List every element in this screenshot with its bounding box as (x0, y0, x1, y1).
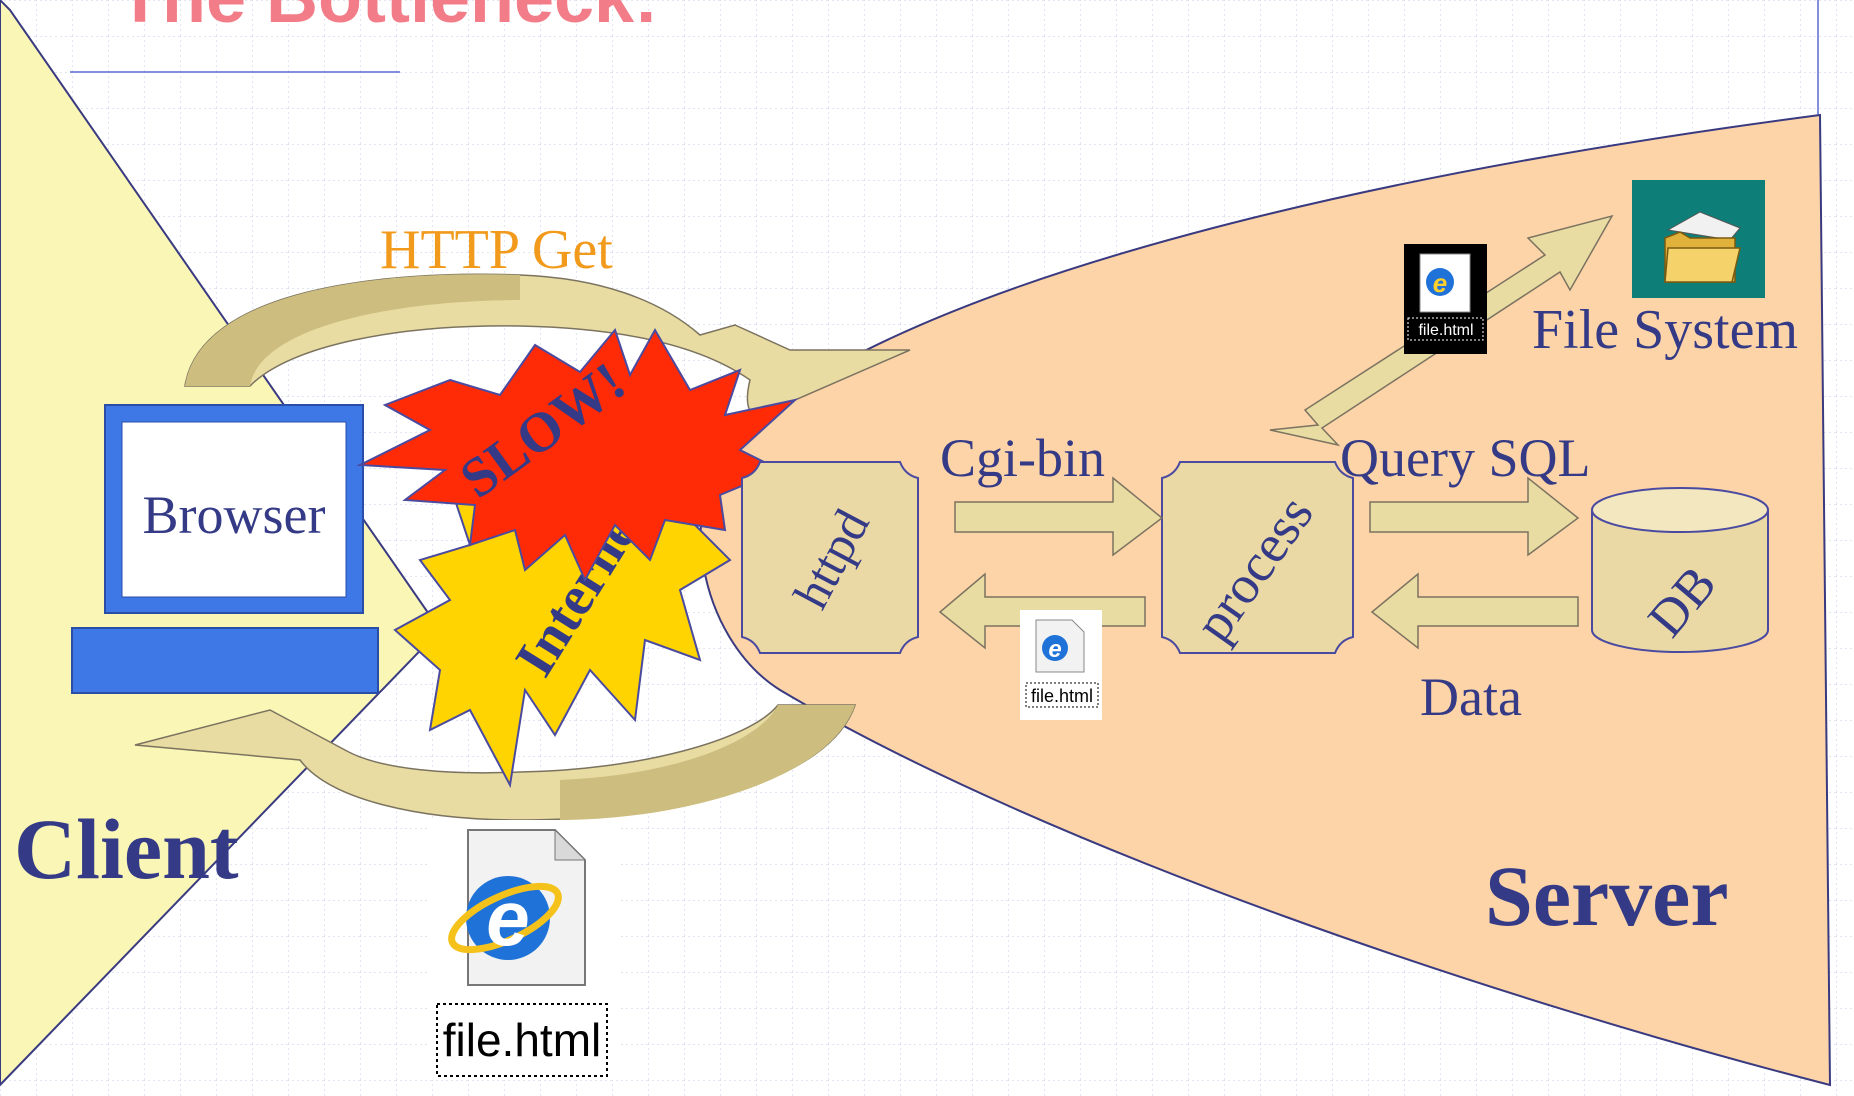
html-file-icon-large-label: file.html (443, 1014, 601, 1066)
svg-text:e: e (486, 874, 529, 962)
database-icon (1591, 487, 1769, 653)
html-file-icon-small: e file.html (1020, 610, 1102, 720)
svg-text:e: e (1433, 268, 1447, 298)
return-arrow-shade (560, 705, 855, 820)
cgi-bin-label: Cgi-bin (940, 428, 1105, 488)
data-arrow (1370, 572, 1579, 650)
httpd-box (741, 461, 919, 654)
html-file-icon-small-label: file.html (1031, 686, 1093, 706)
html-file-icon-dark: e file.html (1404, 244, 1487, 354)
slide-title: The Bottleneck: (118, 0, 658, 38)
db-body (1591, 509, 1769, 653)
query-sql-label: Query SQL (1340, 428, 1590, 488)
db-top (1591, 487, 1769, 533)
file-system-label: File System (1532, 299, 1798, 361)
browser-computer-icon (71, 404, 379, 694)
http-get-label: HTTP Get (380, 219, 613, 281)
process-box (1161, 461, 1354, 654)
keyboard-base (71, 627, 379, 694)
html-file-icon-large: e file.html (430, 820, 620, 1080)
query-sql-arrow (1369, 476, 1580, 557)
browser-label: Browser (143, 485, 326, 545)
slow-burst (356, 327, 799, 583)
server-label: Server (1485, 848, 1729, 944)
svg-text:e: e (1048, 636, 1061, 663)
data-label: Data (1420, 667, 1522, 727)
http-get-arrow-shade (185, 274, 520, 386)
cgi-bin-arrow (954, 476, 1164, 557)
monitor-screen (121, 421, 347, 598)
folder-icon (1632, 180, 1765, 298)
html-file-icon-dark-label: file.html (1418, 322, 1473, 339)
client-label: Client (14, 801, 239, 897)
